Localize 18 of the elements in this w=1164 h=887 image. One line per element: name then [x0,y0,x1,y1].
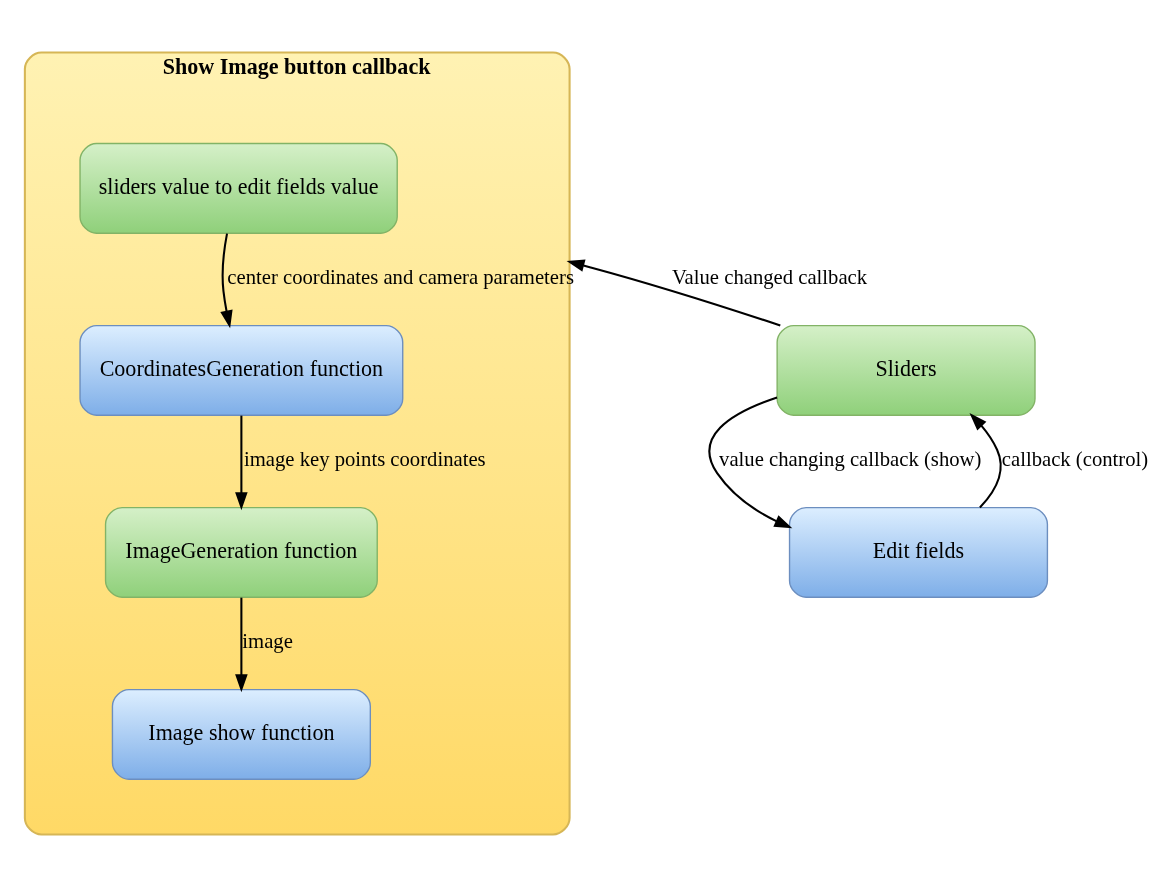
node-box: Edit fields [788,506,1049,598]
arrow [235,415,248,511]
edge-label: Value changed callback [671,266,868,289]
node-box: sliders value to edit fields value [79,142,398,234]
arrow [235,597,248,693]
arrow [566,259,781,327]
edge-label: center coordinates and camera parameters [227,266,574,289]
arrow [969,413,1002,509]
node-box: Image show function [111,688,371,780]
edge-label: image key points coordinates [243,448,486,471]
node-box: Sliders [776,324,1036,416]
edge-label: image [242,630,293,653]
edge-label: value changing callback (show) [719,448,982,471]
edge-label: callback (control) [1001,448,1149,471]
arrow [708,396,793,529]
arrow [220,233,233,329]
node-box: CoordinatesGeneration function [79,324,404,416]
node-box: ImageGeneration function [104,506,378,598]
